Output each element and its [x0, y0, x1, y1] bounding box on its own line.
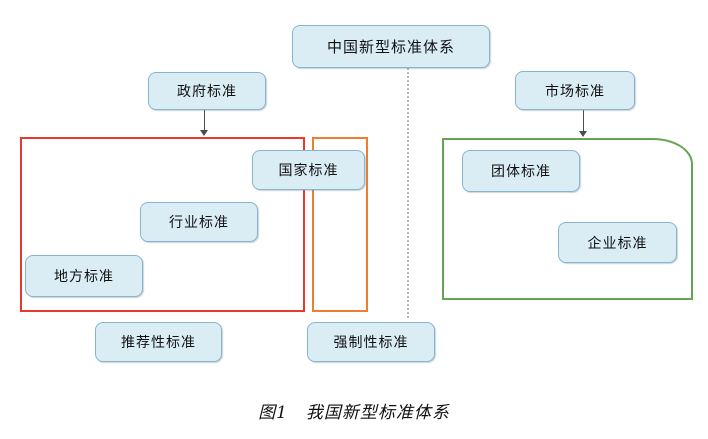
government-connector-line: [204, 110, 205, 131]
center-dotted-divider: [407, 68, 409, 318]
recommended-scope-frame: [20, 137, 305, 312]
government-arrowhead-icon: [200, 130, 208, 136]
market-arrowhead-icon: [579, 131, 587, 137]
node-local-standards: 地方标准: [25, 255, 143, 297]
market-connector-line: [583, 110, 584, 132]
node-enterprise-standards: 企业标准: [558, 222, 677, 263]
node-recommended-standards: 推荐性标准: [95, 322, 222, 362]
node-market-standards: 市场标准: [515, 71, 635, 110]
node-group-standards: 团体标准: [462, 150, 580, 192]
market-scope-frame: [442, 138, 693, 300]
mandatory-scope-frame: [312, 137, 368, 312]
node-industry-standards: 行业标准: [140, 202, 258, 242]
node-national-standards: 国家标准: [252, 150, 365, 190]
node-china-new-standard-system: 中国新型标准体系: [292, 25, 490, 68]
node-mandatory-standards: 强制性标准: [307, 322, 435, 362]
figure-caption: 图1 我国新型标准体系: [258, 403, 450, 423]
node-government-standards: 政府标准: [148, 72, 266, 110]
